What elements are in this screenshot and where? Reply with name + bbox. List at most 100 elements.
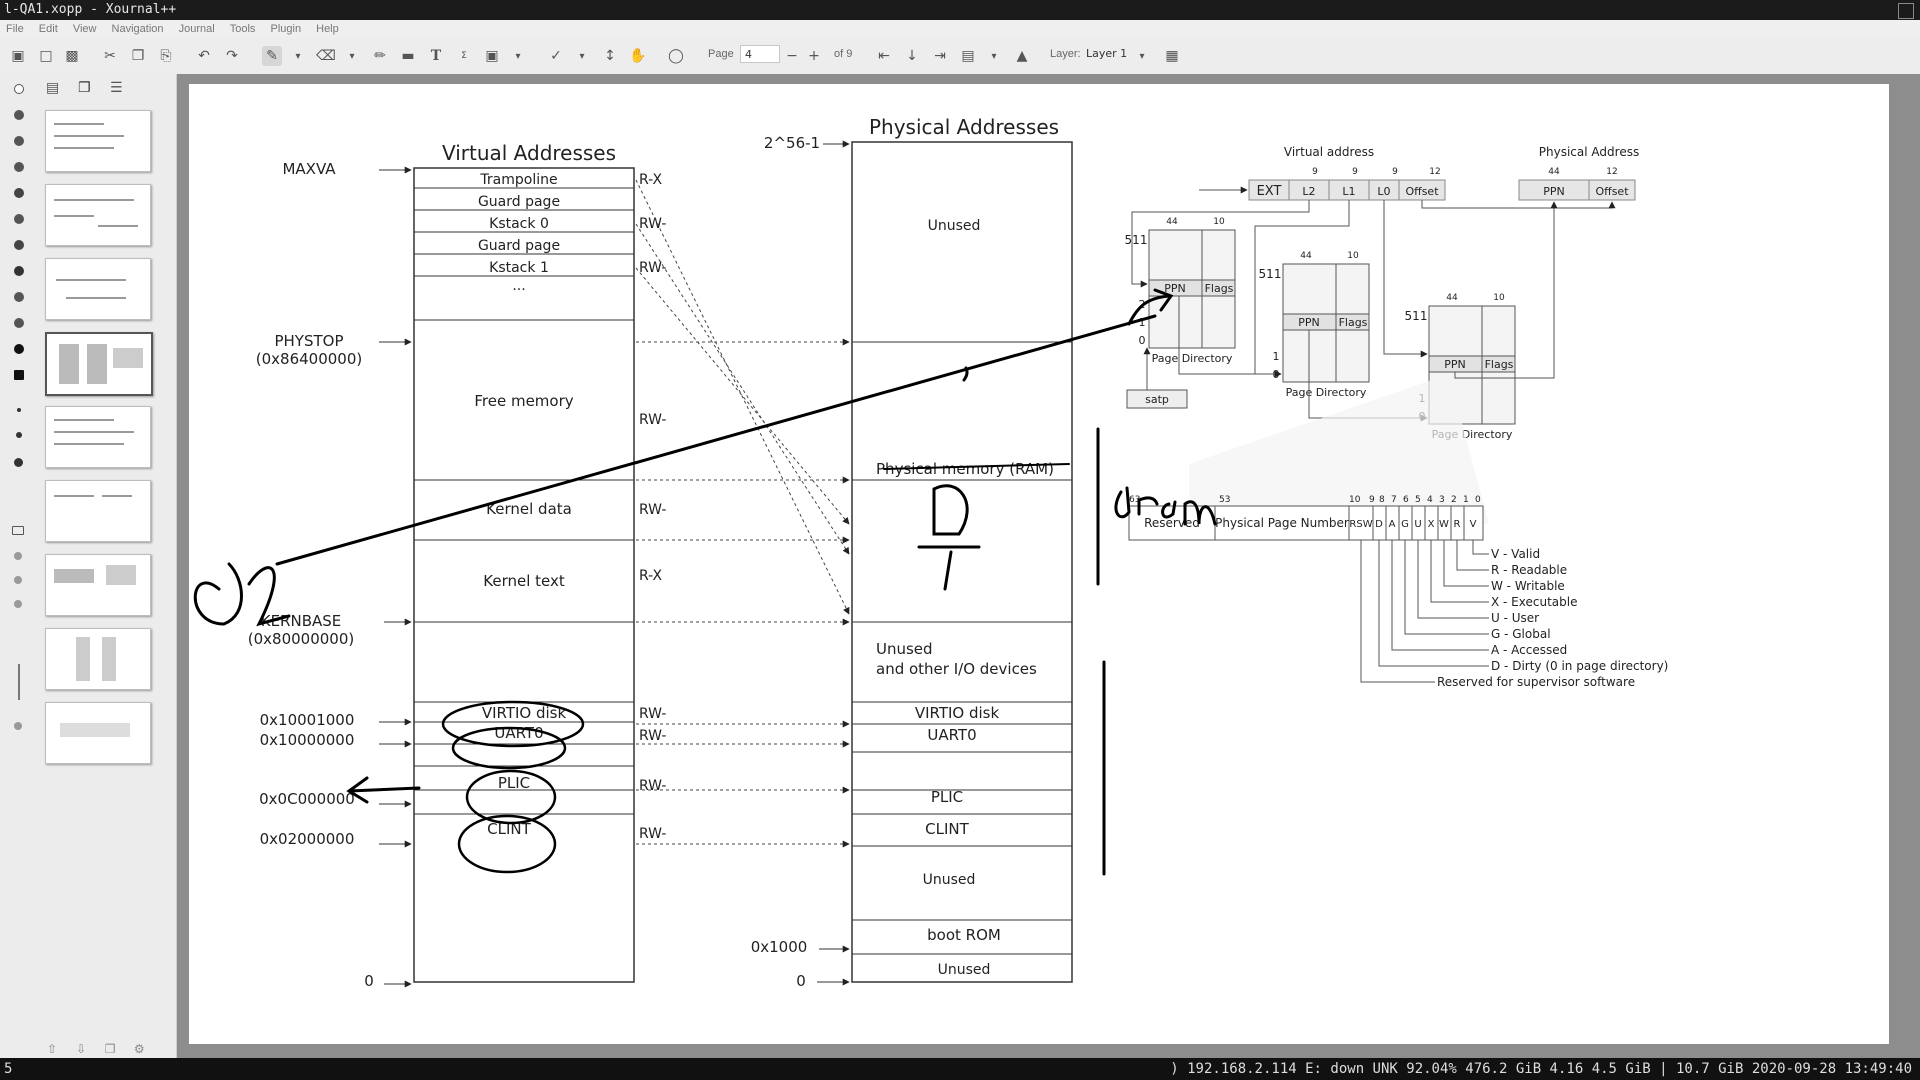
shape-recognizer-icon[interactable]: ▣ [482, 46, 502, 66]
menu-tools[interactable]: Tools [224, 20, 262, 38]
pte-u: U [1414, 519, 1421, 530]
vertical-space-icon[interactable]: ↕ [600, 46, 620, 66]
white-color-icon[interactable] [14, 84, 24, 94]
layer-icon[interactable]: ▲ [1012, 46, 1032, 66]
page-thumbnail[interactable] [45, 480, 151, 542]
pte-bit-10: 10 [1349, 495, 1361, 505]
menu-view[interactable]: View [67, 20, 103, 38]
pt-offset: Offset [1405, 185, 1439, 198]
next-page-icon[interactable]: ⇥ [930, 46, 950, 66]
page[interactable]: Virtual Addresses Trampoline Guard page … [189, 84, 1889, 1044]
fullscreen-icon[interactable]: ◯ [666, 46, 686, 66]
workspace-indicator[interactable]: 5 [4, 1058, 12, 1080]
dark-color-icon[interactable] [14, 240, 24, 250]
page-number-input[interactable]: 4 [740, 45, 780, 63]
black-color-icon[interactable] [14, 344, 24, 354]
image-icon[interactable]: ▬ [398, 46, 418, 66]
gray-color-icon[interactable] [14, 214, 24, 224]
gray-color-icon[interactable] [14, 162, 24, 172]
menu-help[interactable]: Help [310, 20, 345, 38]
medium-pen-icon[interactable] [16, 432, 22, 438]
legend-readable: R - Readable [1491, 563, 1567, 577]
chevron-down-icon[interactable]: ▾ [1132, 46, 1152, 66]
page-thumbnail[interactable] [45, 628, 151, 690]
chevron-down-icon[interactable]: ▾ [984, 46, 1004, 66]
zoom-fit-icon[interactable]: ▦ [1162, 46, 1182, 66]
open-icon[interactable]: ▩ [62, 46, 82, 66]
chevron-down-icon[interactable]: ▾ [288, 46, 308, 66]
menu-plugin[interactable]: Plugin [264, 20, 307, 38]
redo-icon[interactable]: ↷ [222, 46, 242, 66]
dir3-bits-ppn: 44 [1446, 293, 1458, 303]
first-page-icon[interactable]: ⇤ [874, 46, 894, 66]
latex-icon[interactable]: Σ [454, 46, 474, 66]
copy-page-icon[interactable]: ❐ [98, 1042, 122, 1056]
gray-tool-icon[interactable] [14, 552, 22, 560]
square-color-icon[interactable] [14, 370, 24, 380]
perm-free-memory: RW- [639, 412, 667, 428]
move-page-down-icon[interactable]: ⇩ [69, 1042, 93, 1056]
page-decrement-button[interactable]: − [782, 46, 802, 66]
dark-color-icon[interactable] [14, 188, 24, 198]
canvas-area[interactable]: Virtual Addresses Trampoline Guard page … [177, 74, 1920, 1064]
gray-color-icon[interactable] [14, 318, 24, 328]
menu-bar: File Edit View Navigation Journal Tools … [0, 20, 1920, 38]
chevron-down-icon[interactable]: ▾ [508, 46, 528, 66]
gray-color-icon[interactable] [14, 110, 24, 120]
save-icon[interactable]: ▣ [8, 46, 28, 66]
menu-file[interactable]: File [0, 20, 30, 38]
page-thumbnail[interactable] [45, 702, 151, 764]
previous-page-icon[interactable]: ↓ [902, 46, 922, 66]
pen-icon[interactable]: ✎ [262, 46, 282, 66]
copy-icon[interactable]: ❐ [128, 46, 148, 66]
layers-tab-icon[interactable]: ❐ [78, 80, 91, 96]
cut-icon[interactable]: ✂ [100, 46, 120, 66]
hand-icon[interactable]: ✋ [628, 46, 648, 66]
gray-tool-icon[interactable] [14, 576, 22, 584]
menu-journal[interactable]: Journal [173, 20, 221, 38]
page-thumbnail[interactable] [45, 184, 151, 246]
pt-l0: L0 [1377, 185, 1390, 198]
black-color-icon[interactable] [14, 266, 24, 276]
dir1-index-0: 0 [1139, 334, 1146, 347]
pte-bit-4: 4 [1427, 495, 1433, 505]
undo-icon[interactable]: ↶ [194, 46, 214, 66]
eraser-icon[interactable]: ⌫ [316, 46, 336, 66]
chevron-down-icon[interactable]: ▾ [342, 46, 362, 66]
thick-pen-icon[interactable] [14, 458, 23, 467]
page-thumbnail[interactable] [45, 406, 151, 468]
page-thumbnail[interactable] [45, 110, 151, 172]
contents-tab-icon[interactable]: ☰ [110, 80, 123, 96]
gray-color-icon[interactable] [14, 136, 24, 146]
virtual-addresses-title: Virtual Addresses [442, 141, 616, 165]
page-increment-button[interactable]: + [804, 46, 824, 66]
page-settings-icon[interactable]: ⚙ [127, 1042, 151, 1056]
insert-page-icon[interactable]: ▤ [958, 46, 978, 66]
menu-edit[interactable]: Edit [33, 20, 64, 38]
dir3-flags: Flags [1485, 358, 1514, 371]
text-tool-icon[interactable]: T [426, 46, 446, 66]
page-preview-tab-icon[interactable]: ▤ [46, 80, 59, 96]
gray-tool-icon[interactable] [14, 600, 22, 608]
page-thumbnail[interactable] [45, 554, 151, 616]
chevron-down-icon[interactable]: ▾ [572, 46, 592, 66]
slider-track[interactable] [18, 664, 20, 700]
page-thumbnail-current[interactable] [45, 332, 153, 396]
select-icon[interactable]: ✓ [546, 46, 566, 66]
paste-icon[interactable]: ⎘ [156, 46, 176, 66]
menu-navigation[interactable]: Navigation [106, 20, 170, 38]
pt-l1: L1 [1342, 185, 1355, 198]
monitor-icon[interactable] [12, 526, 24, 535]
pt-pa-offset: Offset [1595, 185, 1629, 198]
gray-tool-icon[interactable] [14, 722, 22, 730]
highlighter-icon[interactable]: ✏ [370, 46, 390, 66]
physical-addresses-title: Physical Addresses [869, 115, 1059, 139]
move-page-up-icon[interactable]: ⇧ [40, 1042, 64, 1056]
new-icon[interactable]: □ [36, 46, 56, 66]
gray-color-icon[interactable] [14, 292, 24, 302]
maximize-button[interactable] [1898, 3, 1914, 19]
perm-clint: RW- [639, 826, 667, 842]
pt-bits-l0: 9 [1392, 167, 1398, 177]
thin-pen-icon[interactable] [17, 408, 21, 412]
page-thumbnail[interactable] [45, 258, 151, 320]
